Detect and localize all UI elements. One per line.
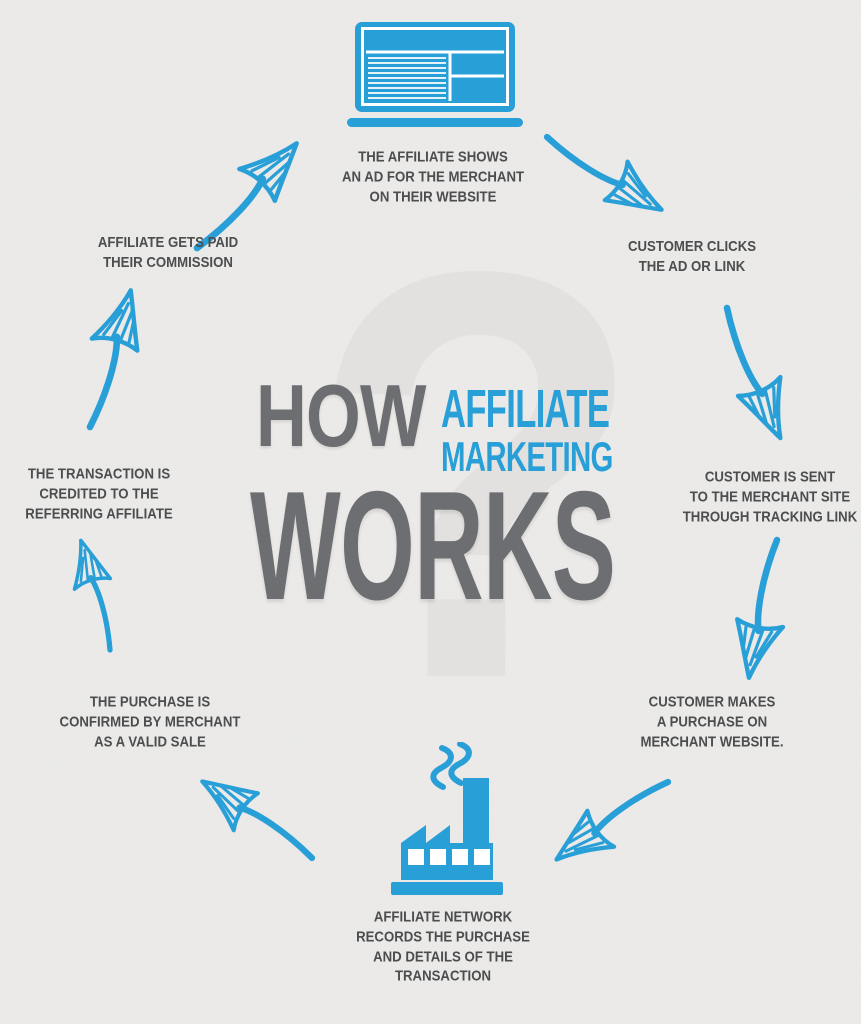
title-works: WORKS <box>250 459 616 632</box>
arrow-to-transaction-credited <box>63 536 128 655</box>
step-label-network-records: AFFILIATE NETWORK RECORDS THE PURCHASE A… <box>356 908 530 985</box>
step-label-purchase-confirmed: THE PURCHASE IS CONFIRMED BY MERCHANT AS… <box>59 693 241 750</box>
arrow-to-customer-sent <box>706 299 802 447</box>
step-label-customer-purchase: CUSTOMER MAKES A PURCHASE ON MERCHANT WE… <box>640 693 784 750</box>
step-label-affiliate-shows-ad: THE AFFILIATE SHOWS AN AD FOR THE MERCHA… <box>341 148 525 205</box>
laptop-browser-icon <box>347 22 523 127</box>
step-label-transaction-credited: THE TRANSACTION IS CREDITED TO THE REFER… <box>25 465 173 522</box>
factory-icon <box>391 742 503 895</box>
arrow-to-purchase-confirmed <box>190 763 325 876</box>
arrow-to-customer-purchase <box>726 535 800 682</box>
step-label-customer-sent: CUSTOMER IS SENT TO THE MERCHANT SITE TH… <box>682 468 858 525</box>
step-label-customer-clicks: CUSTOMER CLICKS THE AD OR LINK <box>627 238 757 275</box>
title-how: HOW <box>256 366 426 465</box>
step-label-affiliate-paid: AFFILIATE GETS PAID THEIR COMMISSION <box>97 234 239 271</box>
arrow-to-affiliate-paid <box>67 284 153 434</box>
title-affiliate: AFFILIATE <box>441 379 610 439</box>
